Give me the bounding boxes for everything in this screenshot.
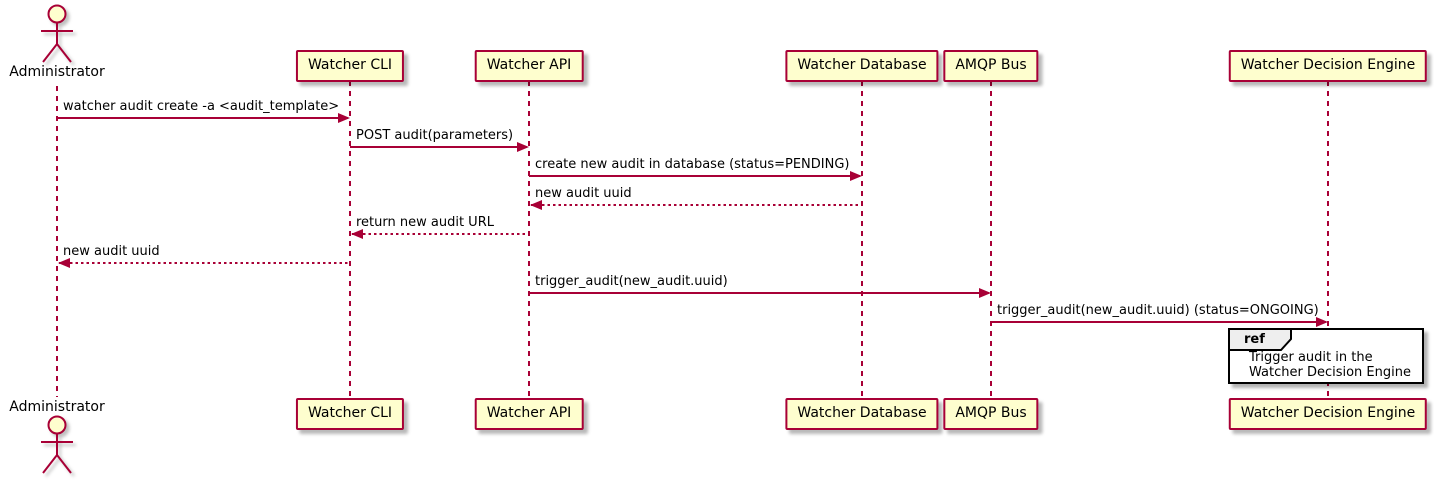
ref-text-line-1: Watcher Decision Engine [1249,365,1411,380]
actor-label-admin-bottom: Administrator [9,399,105,415]
ref-text-line-0: Trigger audit in the [1249,350,1373,365]
message-label-0: watcher audit create -a <audit_template> [63,99,340,114]
message-line-4 [352,233,529,235]
message-line-0 [57,117,348,119]
actor-stick-figure-icon [35,414,79,480]
message-arrowhead-4 [351,229,363,239]
message-label-6: trigger_audit(new_audit.uuid) [535,274,728,289]
message-label-1: POST audit(parameters) [356,128,514,143]
message-line-3 [531,204,862,206]
message-arrowhead-3 [530,200,542,210]
lifeline-db [861,81,863,397]
participant-box-db-bottom: Watcher Database [785,398,939,430]
participant-box-db-top: Watcher Database [785,50,939,82]
participant-box-cli-bottom: Watcher CLI [295,398,405,430]
lifeline-amqp [990,81,992,397]
message-line-6 [529,292,989,294]
message-arrowhead-0 [338,113,350,123]
message-arrowhead-2 [850,171,862,181]
ref-tag-label: ref [1244,332,1265,347]
message-line-5 [59,262,350,264]
ref-tag-shape [1228,328,1296,356]
participant-box-cli-top: Watcher CLI [295,50,405,82]
actor-label-admin-top: Administrator [9,64,105,80]
message-label-5: new audit uuid [63,244,160,259]
lifeline-wde [1327,81,1329,397]
message-label-7: trigger_audit(new_audit.uuid) (status=ON… [997,303,1319,318]
lifeline-api [528,81,530,397]
message-arrowhead-1 [517,142,529,152]
participant-box-wde-top: Watcher Decision Engine [1228,50,1428,82]
participant-box-amqp-top: AMQP Bus [943,50,1039,82]
lifeline-admin [56,86,58,397]
message-line-1 [350,146,527,148]
participant-box-api-bottom: Watcher API [474,398,584,430]
message-label-4: return new audit URL [356,215,494,230]
message-line-2 [529,175,860,177]
message-arrowhead-7 [1316,317,1328,327]
participant-box-api-top: Watcher API [474,50,584,82]
participant-box-amqp-bottom: AMQP Bus [943,398,1039,430]
message-label-2: create new audit in database (status=PEN… [535,157,850,172]
actor-stick-figure-icon [35,3,79,69]
message-line-7 [991,321,1326,323]
message-arrowhead-5 [58,258,70,268]
message-label-3: new audit uuid [535,186,632,201]
participant-box-wde-bottom: Watcher Decision Engine [1228,398,1428,430]
message-arrowhead-6 [979,288,991,298]
lifeline-cli [349,81,351,397]
